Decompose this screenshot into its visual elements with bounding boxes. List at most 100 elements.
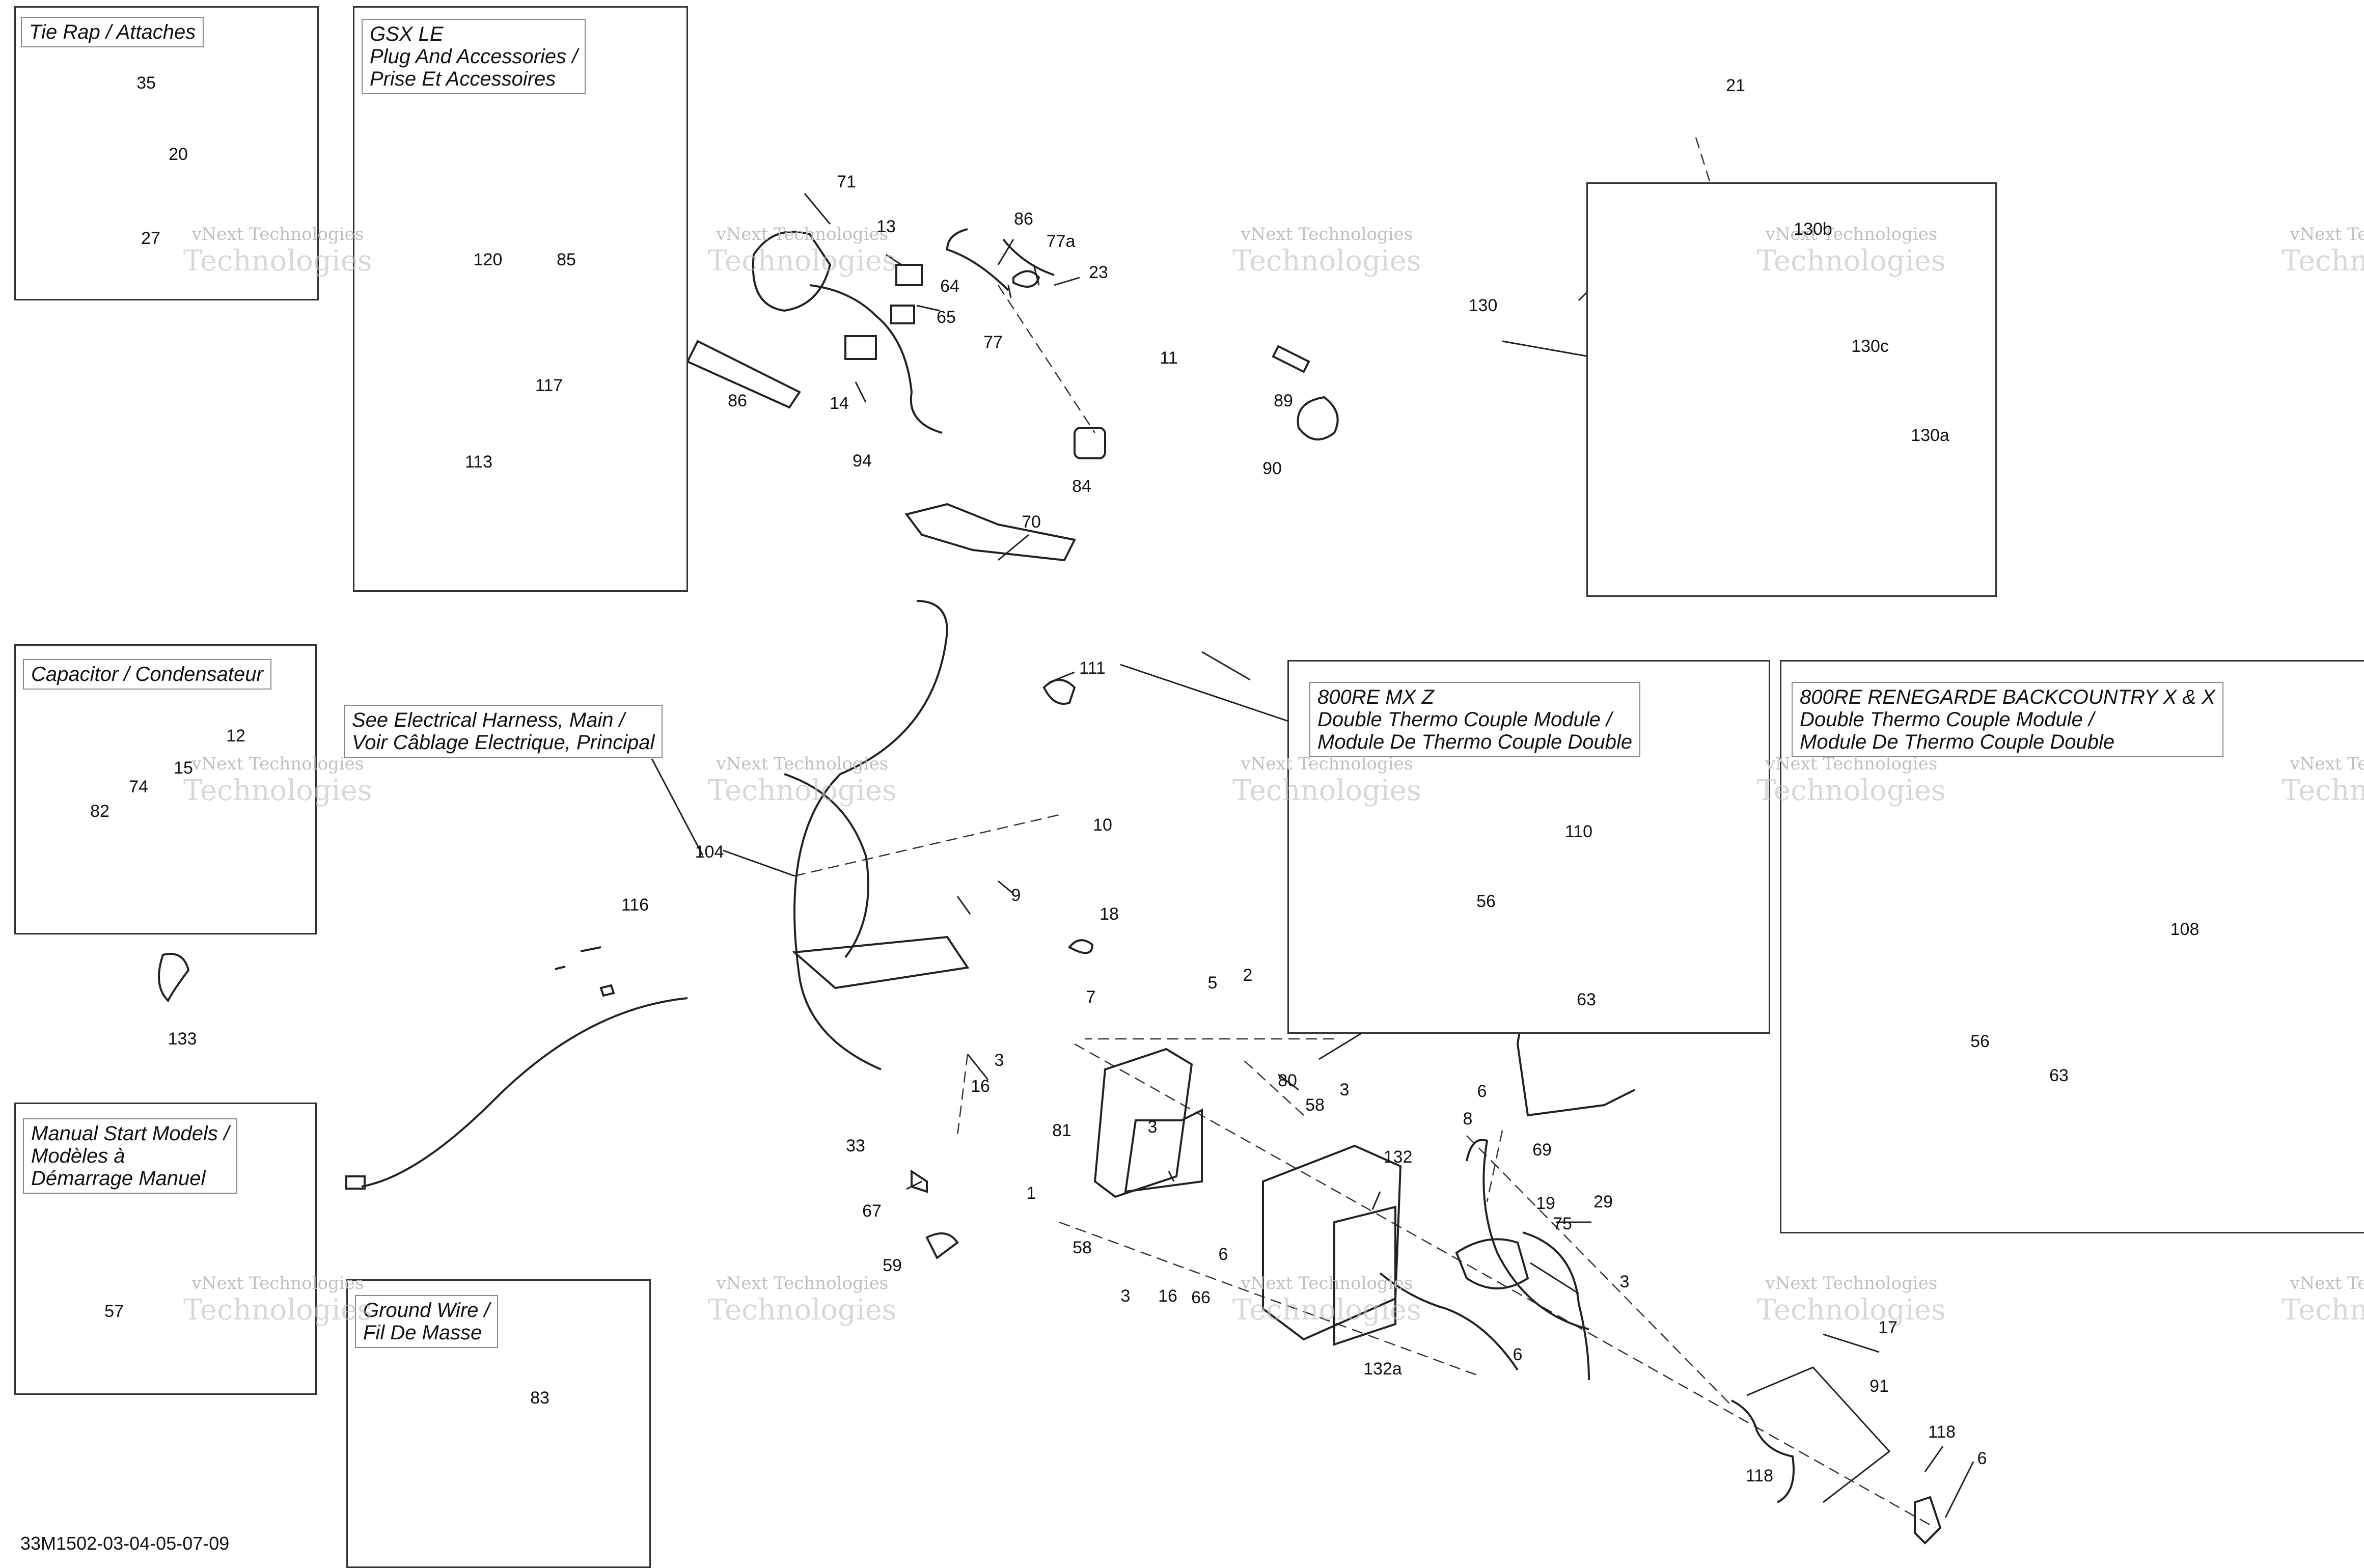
part-callout: 89	[1274, 391, 1293, 410]
part-callout: 20	[169, 145, 188, 164]
panel-title: Ground Wire /Fil De Masse	[355, 1295, 498, 1348]
part-callout: 130c	[1851, 337, 1889, 356]
part-callout: 65	[937, 308, 956, 327]
ground-wire-panel: Ground Wire /Fil De Masse	[346, 1279, 651, 1568]
part-callout: 17	[1878, 1318, 1898, 1337]
part-callout: 58	[1073, 1238, 1092, 1257]
part-callout: 71	[837, 172, 856, 191]
part-callout: 10	[1093, 815, 1112, 835]
part-callout: 130a	[1911, 426, 1949, 445]
part-callout: 104	[695, 842, 724, 862]
part-callout: 6	[1218, 1245, 1228, 1264]
part-callout: 63	[2049, 1066, 2069, 1085]
part-callout: 77	[983, 333, 1003, 352]
part-callout: 1	[1026, 1184, 1036, 1203]
harness-note: See Electrical Harness, Main /Voir Câbla…	[344, 705, 663, 758]
part-callout: 91	[1870, 1377, 1889, 1396]
part-callout: 66	[1191, 1288, 1211, 1307]
part-callout: 16	[1158, 1286, 1177, 1306]
part-callout: 110	[1564, 822, 1593, 841]
part-callout: 130b	[1794, 219, 1832, 239]
part-callout: 86	[728, 391, 747, 410]
gauge-panel	[1586, 182, 1997, 597]
part-callout: 94	[853, 451, 872, 471]
part-callout: 2	[1243, 966, 1253, 985]
part-callout: 18	[1099, 904, 1119, 924]
part-callout: 64	[940, 277, 959, 296]
drawing-code: 33M1502-03-04-05-07-09	[20, 1533, 230, 1554]
part-callout: 63	[1577, 990, 1596, 1009]
tie-rap-panel: Tie Rap / Attaches	[14, 6, 319, 300]
part-callout: 81	[1052, 1121, 1071, 1140]
part-callout: 29	[1593, 1192, 1613, 1212]
panel-title: Capacitor / Condensateur	[23, 659, 271, 690]
capacitor-panel: Capacitor / Condensateur	[14, 644, 317, 934]
part-callout: 13	[876, 217, 896, 236]
part-callout: 77a	[1046, 232, 1076, 251]
part-callout: 6	[1513, 1345, 1523, 1364]
part-callout: 3	[1619, 1272, 1630, 1291]
part-callout: 118	[1928, 1422, 1956, 1442]
part-callout: 57	[104, 1302, 124, 1321]
part-callout: 8	[1463, 1109, 1473, 1129]
part-callout: 21	[1726, 76, 1745, 95]
part-callout: 108	[2170, 920, 2200, 939]
part-callout: 116	[621, 895, 649, 915]
part-callout: 70	[1022, 512, 1041, 532]
part-callout: 12	[226, 726, 245, 746]
part-callout: 6	[1977, 1449, 1987, 1468]
part-callout: 58	[1305, 1095, 1325, 1115]
part-callout: 85	[557, 250, 576, 269]
part-callout: 120	[473, 250, 503, 269]
part-callout: 6	[1477, 1082, 1487, 1101]
part-callout: 9	[1011, 886, 1021, 905]
part-callout: 59	[883, 1256, 902, 1275]
part-callout: 132a	[1363, 1359, 1402, 1379]
part-callout: 7	[1086, 987, 1096, 1007]
part-callout: 3	[994, 1051, 1004, 1070]
part-callout: 5	[1207, 973, 1218, 993]
part-callout: 56	[1476, 892, 1496, 911]
part-callout: 56	[1970, 1032, 1990, 1051]
part-callout: 19	[1536, 1194, 1555, 1213]
part-callout: 75	[1553, 1214, 1572, 1233]
part-callout: 118	[1745, 1466, 1774, 1486]
part-callout: 82	[90, 802, 109, 821]
part-callout: 133	[168, 1029, 197, 1049]
panel-title: Tie Rap / Attaches	[21, 17, 204, 47]
part-callout: 15	[174, 758, 193, 778]
part-callout: 3	[1147, 1117, 1158, 1137]
part-callout: 11	[1160, 348, 1178, 368]
part-callout: 35	[136, 73, 156, 93]
part-callout: 3	[1339, 1080, 1350, 1099]
part-callout: 3	[1120, 1286, 1131, 1306]
part-callout: 84	[1072, 477, 1091, 496]
part-callout: 86	[1014, 209, 1033, 229]
part-callout: 14	[830, 394, 849, 413]
part-callout: 111	[1079, 658, 1106, 678]
part-callout: 16	[971, 1077, 990, 1096]
part-callout: 132	[1383, 1147, 1413, 1167]
